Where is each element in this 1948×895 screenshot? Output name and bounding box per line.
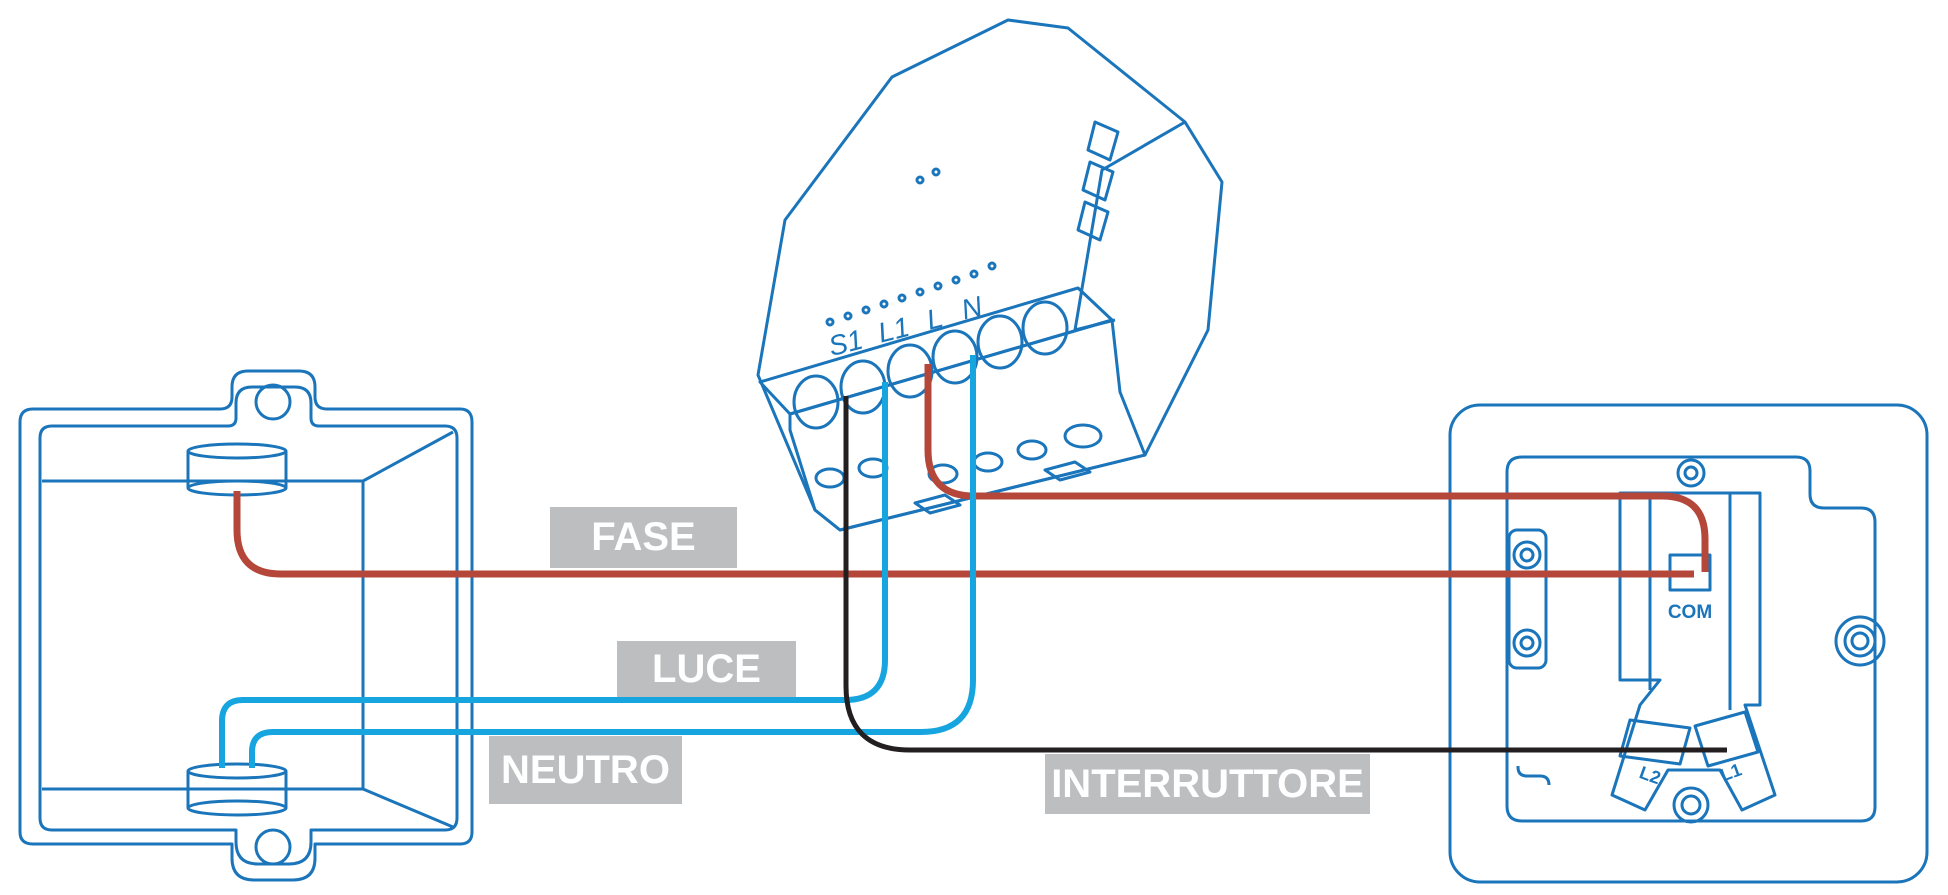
luce-label: LUCE bbox=[617, 641, 796, 697]
junction-box bbox=[18, 369, 474, 882]
interruttore-label: INTERRUTTORE bbox=[1045, 754, 1370, 814]
switch-wire bbox=[843, 396, 1727, 753]
plate-left-slot bbox=[1507, 528, 1548, 670]
terminal-label-s1: S1 bbox=[825, 324, 866, 362]
relay-module-body bbox=[756, 18, 1224, 532]
neutral-wire bbox=[249, 355, 976, 768]
top-mounting-hole bbox=[254, 383, 292, 421]
terminal-label-l: L bbox=[923, 302, 946, 336]
terminal-label-l1: L1 bbox=[875, 311, 913, 349]
plate-top-screw bbox=[1676, 458, 1706, 488]
top-wire-connector bbox=[186, 442, 288, 497]
plate-right-screw bbox=[1834, 615, 1886, 667]
bottom-wire-connector bbox=[186, 762, 288, 817]
switch-bottom-screw bbox=[1672, 786, 1710, 824]
com-label: COM bbox=[1668, 602, 1712, 623]
fase-label: FASE bbox=[550, 507, 737, 568]
terminal-label-n: N bbox=[958, 290, 986, 325]
switch-cover-plate bbox=[1448, 403, 1929, 884]
relay-module bbox=[756, 18, 1224, 532]
bottom-mounting-hole bbox=[254, 828, 292, 866]
phase-wire-module-to-switch bbox=[924, 364, 1709, 572]
neutro-label: NEUTRO bbox=[489, 736, 682, 804]
phase-wire bbox=[233, 491, 1694, 578]
switch-mechanism bbox=[1610, 491, 1777, 812]
wall-switch bbox=[1448, 403, 1929, 884]
